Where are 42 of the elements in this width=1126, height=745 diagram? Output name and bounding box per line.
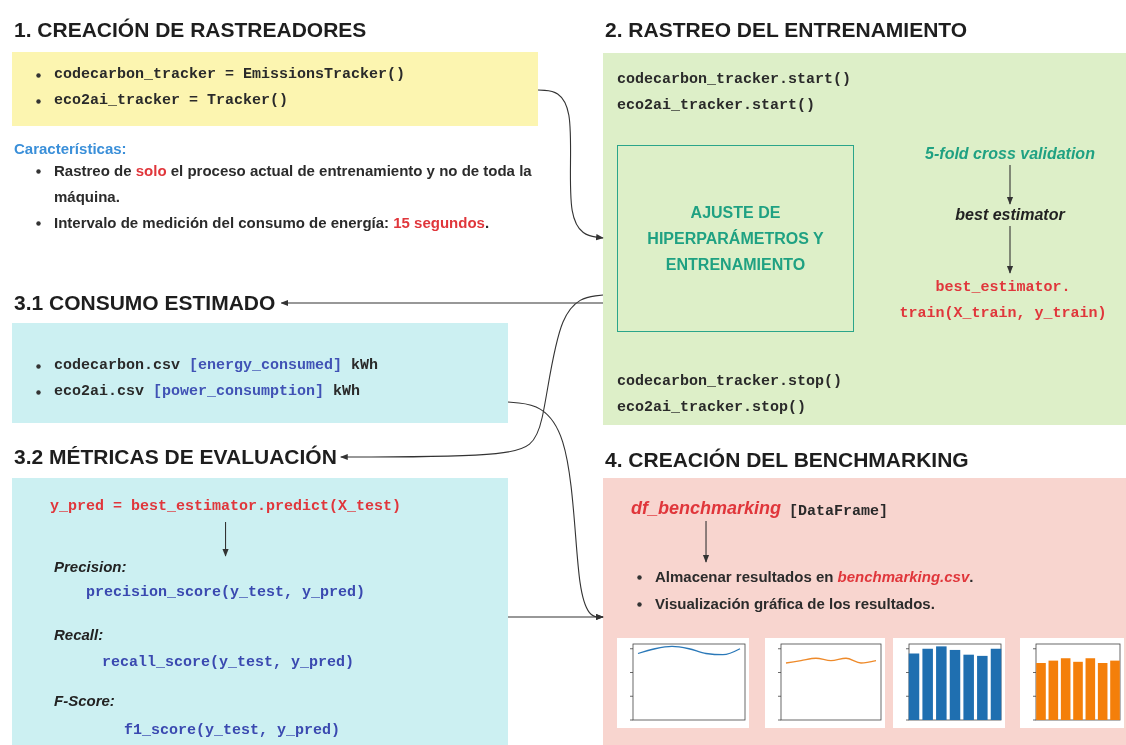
step-text: best estimator [945, 206, 1075, 224]
section-heading: 1. CREACIÓN DE RASTREADORES [14, 18, 367, 42]
step-text: 5-fold cross validation [895, 145, 1125, 163]
metric-label: Precision: [54, 558, 127, 575]
connector-arrow [280, 299, 604, 307]
code-text: recall_score(y_test, y_pred) [102, 653, 355, 673]
section-panel [603, 53, 1126, 425]
section-heading: 3.1 CONSUMO ESTIMADO [14, 291, 276, 315]
code-line: codecarbon.csv [energy_consumed] kWh [54, 356, 379, 376]
section-panel [12, 52, 538, 126]
bullet-text: Visualización gráfica de los resultados. [655, 594, 935, 614]
connector-arrow [507, 613, 604, 621]
process-box: AJUSTE DE HIPERPARÁMETROS Y ENTRENAMIENTO [617, 145, 854, 332]
type-annotation: [DataFrame] [789, 502, 889, 522]
section-panel [603, 478, 1126, 745]
code-text: codecarbon_tracker.start() eco2ai_tracker.start() [617, 70, 853, 116]
section-heading: 4. CREACIÓN DEL BENCHMARKING [605, 448, 969, 472]
section-heading: 2. RASTREO DEL ENTRENAMIENTO [605, 18, 968, 42]
variable-name: df_benchmarking [631, 498, 782, 519]
code-text: y_pred = best_estimator.predict(X_test) [50, 494, 402, 520]
code-text: precision_score(y_test, y_pred) [86, 583, 366, 603]
connector-arrow [702, 520, 710, 563]
connector-arrow [340, 294, 604, 461]
bullet-text: Almacenar resultados en benchmarking.csv. [655, 564, 974, 590]
code-line: codecarbon_tracker = EmissionsTracker() [54, 65, 406, 85]
subheading: Características: [14, 139, 127, 159]
section-heading: 3.2 MÉTRICAS DE EVALUACIÓN [14, 445, 337, 469]
metric-label: Recall: [54, 626, 104, 643]
code-line: eco2ai_tracker = Tracker() [54, 91, 289, 111]
bullet-text: Intervalo de medición del consumo de energía: 15 segundos. [54, 213, 491, 233]
code-line: eco2ai.csv [power_consumption] kWh [54, 382, 361, 402]
code-text: best_estimator. train(X_train, y_train) [883, 275, 1123, 327]
bullet-text: Rastreo de solo el proceso actual de entrenamiento y no de toda la máquina. [54, 161, 533, 207]
connector-arrow [537, 89, 604, 241]
connector-arrow [222, 521, 229, 557]
section-panel [12, 478, 508, 745]
code-text: f1_score(y_test, y_pred) [124, 721, 341, 741]
connector-arrow [1006, 225, 1014, 274]
metric-label: F-Score: [54, 692, 115, 709]
code-text: codecarbon_tracker.stop() eco2ai_tracker.stop() [617, 372, 844, 418]
connector-arrow [1006, 164, 1014, 205]
section-panel [12, 323, 508, 423]
